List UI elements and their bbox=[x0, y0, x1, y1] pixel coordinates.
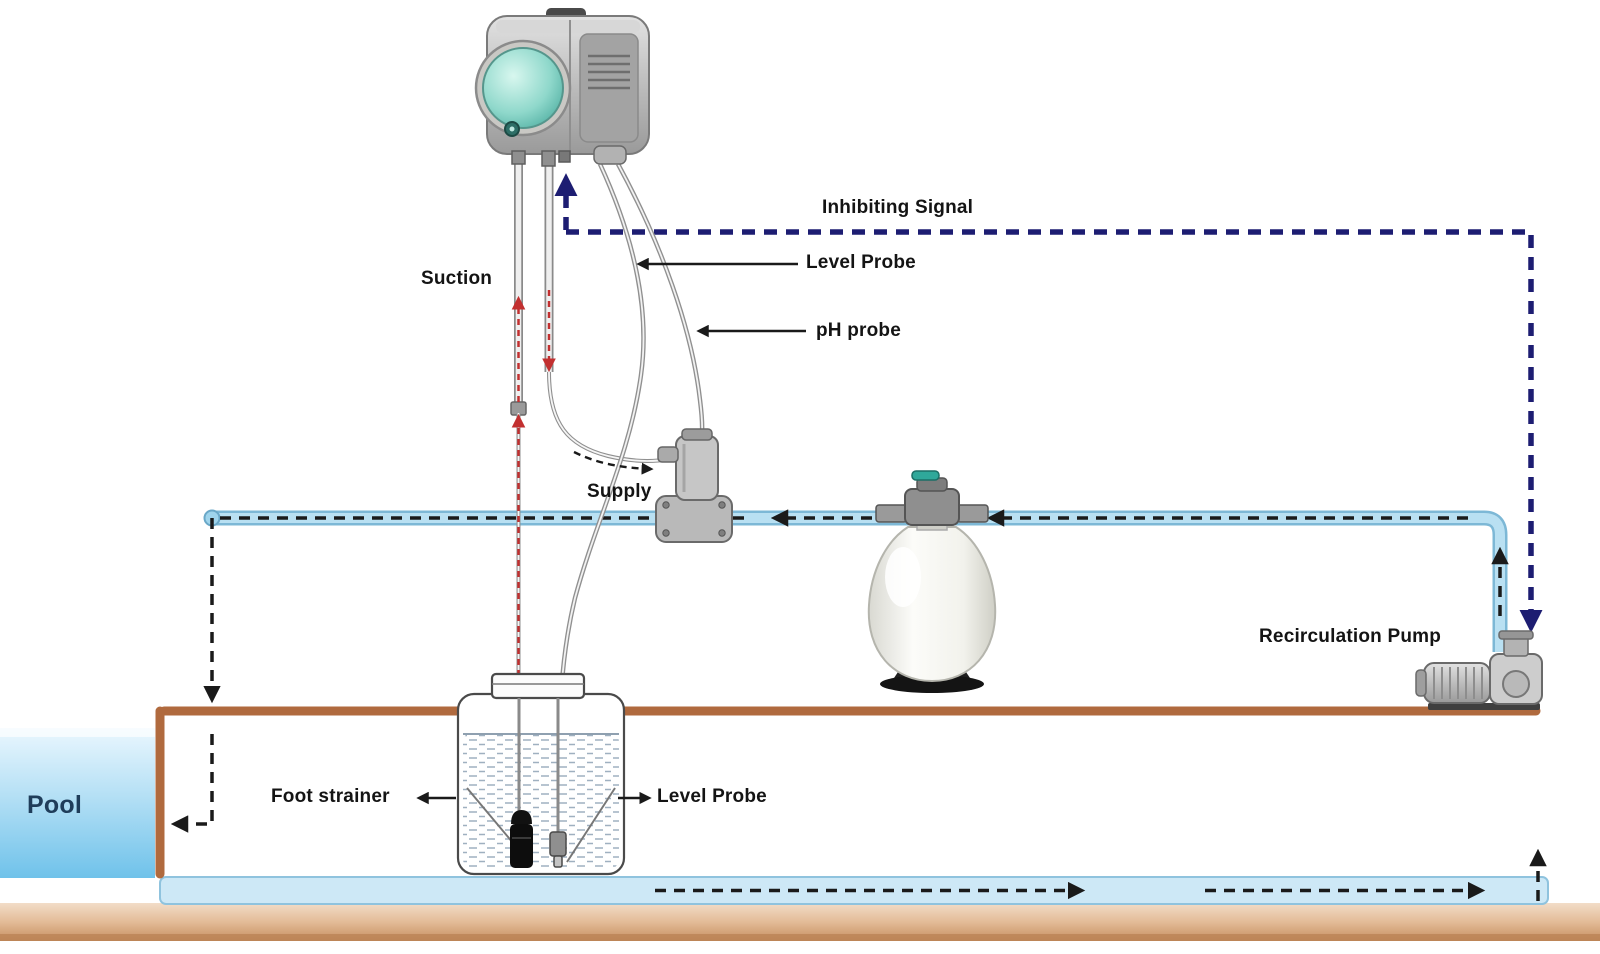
foot-strainer-label: Foot strainer bbox=[271, 786, 390, 807]
filter-highlight bbox=[885, 547, 921, 607]
valve-handle bbox=[911, 470, 940, 481]
level-probe-top-label: Level Probe bbox=[806, 252, 916, 273]
ground-strip bbox=[0, 903, 1600, 941]
rotor-cover bbox=[482, 47, 564, 129]
level-probe-tank-label: Level Probe bbox=[657, 786, 767, 807]
tank-liquid bbox=[463, 732, 619, 869]
delivery-tube bbox=[544, 156, 689, 463]
tank-neck bbox=[490, 672, 586, 700]
inhibiting-signal-line bbox=[554, 173, 1543, 633]
injection-valve bbox=[655, 428, 733, 543]
filter-vessel bbox=[867, 526, 997, 683]
deck-line bbox=[155, 706, 1541, 879]
sand-filter bbox=[867, 470, 997, 693]
vent-lines bbox=[588, 54, 630, 90]
flow-arrows bbox=[170, 509, 1547, 901]
dosing-pump bbox=[474, 8, 650, 167]
supply-label: Supply bbox=[587, 481, 652, 502]
ph-probe-cable bbox=[616, 162, 705, 449]
recirculation-pump bbox=[1415, 630, 1543, 710]
label-callouts bbox=[416, 257, 806, 805]
filter-base bbox=[880, 675, 984, 693]
chemical-tank bbox=[456, 672, 626, 876]
tank-level-probe bbox=[549, 831, 567, 868]
supply-arrow bbox=[573, 450, 654, 475]
pool-label: Pool bbox=[27, 791, 82, 819]
multiport-valve bbox=[875, 470, 989, 526]
pool bbox=[0, 728, 155, 878]
ph-probe-label: pH probe bbox=[816, 320, 901, 341]
foot-strainer bbox=[510, 810, 533, 868]
inhibiting-signal-label: Inhibiting Signal bbox=[822, 197, 974, 218]
suction-label: Suction bbox=[421, 268, 493, 289]
dosing-direction-arrows bbox=[511, 290, 556, 698]
recirculation-pump-label: Recirculation Pump bbox=[1259, 626, 1442, 647]
